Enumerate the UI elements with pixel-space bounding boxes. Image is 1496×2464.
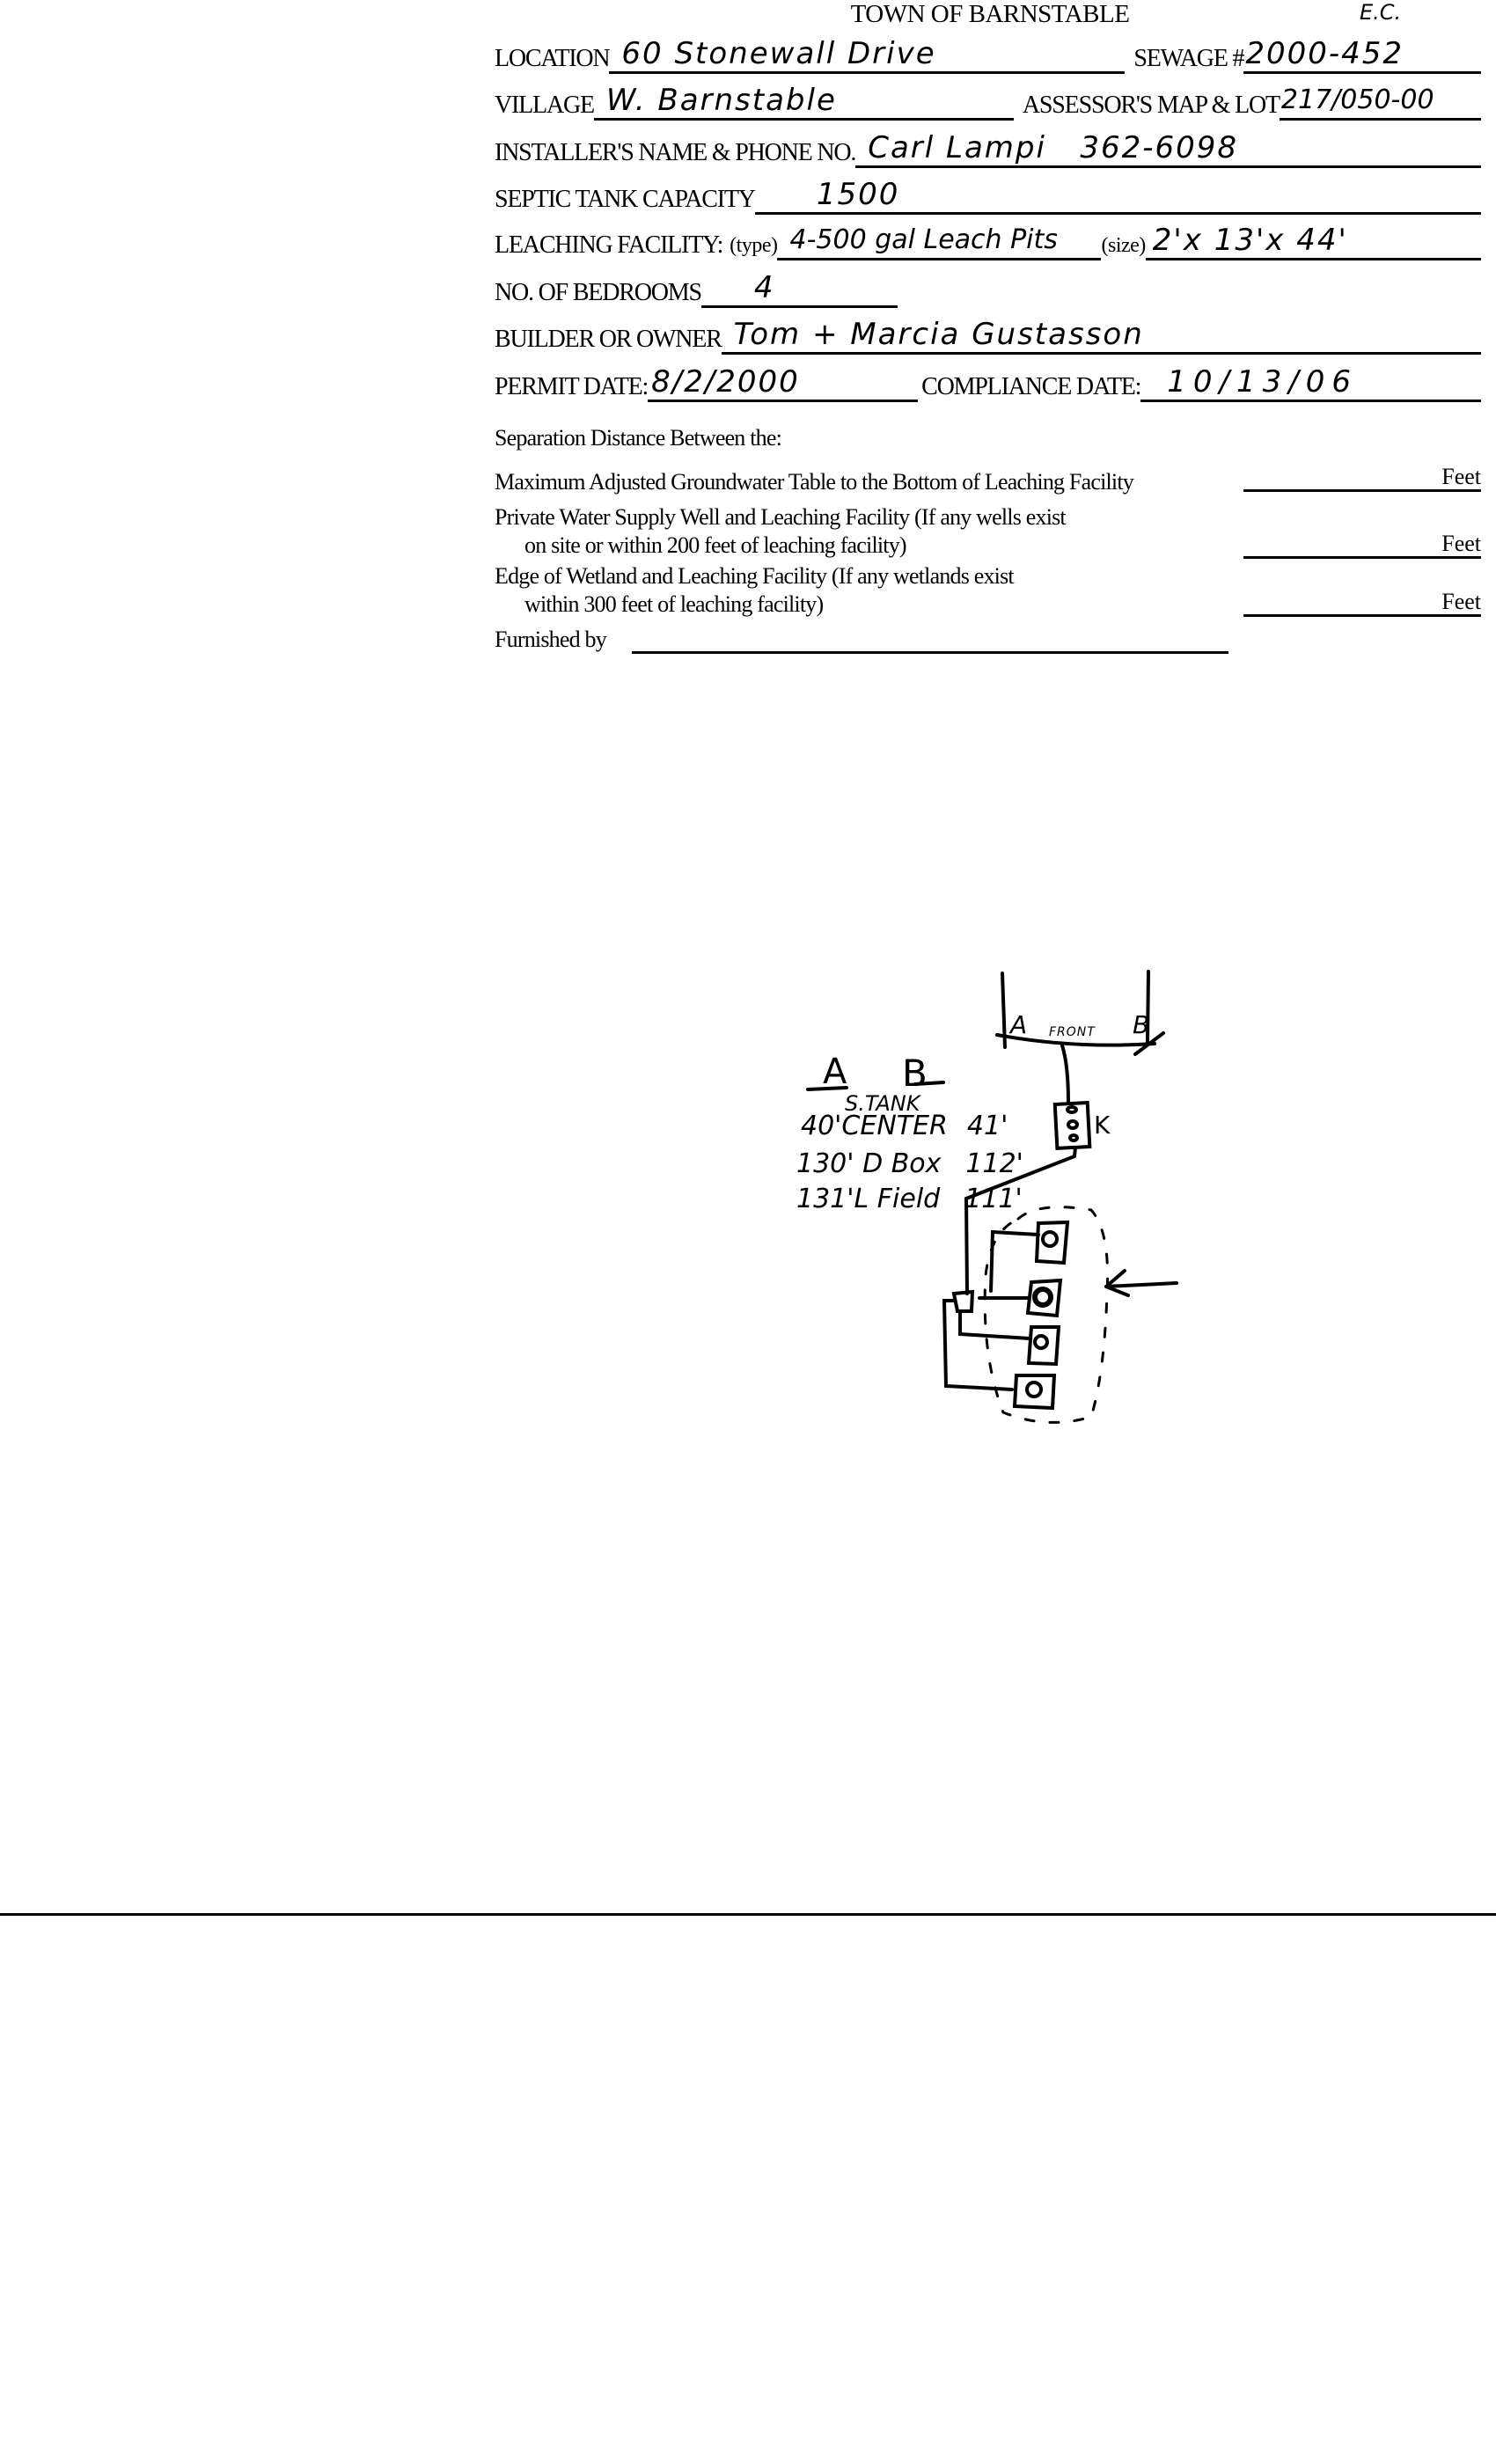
location-field[interactable]: 60 Stonewall Drive — [609, 35, 1126, 74]
village-label: VILLAGE — [495, 92, 595, 119]
groundwater-label: Maximum Adjusted Groundwater Table to th… — [495, 469, 1134, 495]
point-b-label: B — [1133, 1010, 1150, 1039]
row-septic: SEPTIC TANK CAPACITY 1500 — [495, 176, 1481, 215]
leach-pit-port-icon — [1025, 1381, 1043, 1398]
page-bottom-rule — [0, 1913, 1496, 1916]
front-line — [995, 1033, 1156, 1047]
location-label: LOCATION — [495, 45, 611, 72]
groundwater-feet-field[interactable]: Feet — [1243, 465, 1481, 492]
leaching-size-field[interactable]: 2'x 13'x 44' — [1145, 222, 1481, 260]
distance-row: 40'Center41' — [801, 1111, 1008, 1141]
furnished-by-field[interactable] — [632, 651, 1228, 654]
septic-tank — [1052, 1100, 1092, 1151]
column-b-underline — [913, 1081, 945, 1086]
permit-date-field[interactable]: 8/2/2000 — [648, 363, 919, 402]
column-b-heading: B — [902, 1052, 928, 1095]
village-field[interactable]: W. Barnstable — [593, 82, 1014, 121]
row-village: VILLAGE W. Barnstable ASSESSOR'S MAP & L… — [495, 82, 1481, 121]
leaching-field-outline — [983, 1206, 1110, 1424]
row-bedrooms: NO. OF BEDROOMS 4 — [495, 269, 898, 308]
assessor-label: ASSESSOR'S MAP & LOT — [1022, 92, 1280, 119]
tank-port-icon — [1066, 1105, 1078, 1114]
leach-pit-port-icon — [1041, 1230, 1059, 1248]
permit-date-label: PERMIT DATE: — [495, 373, 649, 400]
well-feet-field[interactable]: Feet — [1243, 532, 1481, 559]
installer-field[interactable]: Carl Lampi 362-6098 — [855, 129, 1481, 168]
wetland-label-line1: Edge of Wetland and Leaching Facility (I… — [495, 563, 1015, 589]
compliance-date-field[interactable]: 10/13/06 — [1140, 363, 1481, 402]
compliance-date-label: COMPLIANCE DATE: — [921, 373, 1141, 400]
well-label-line2: on site or within 200 feet of leaching f… — [524, 532, 907, 558]
tank-port-icon — [1067, 1119, 1079, 1130]
front-arrow-head — [1133, 1031, 1165, 1056]
tank-marker: K — [1094, 1111, 1111, 1140]
tank-port-icon — [1068, 1133, 1079, 1142]
column-a-underline — [806, 1086, 848, 1091]
leaching-type-label: (type) — [730, 234, 778, 257]
distribution-box — [951, 1289, 975, 1313]
wetland-label-line2: within 300 feet of leaching facility) — [524, 591, 824, 617]
assessor-field[interactable]: 217/050-00 — [1279, 82, 1481, 121]
leach-pit — [1012, 1374, 1057, 1411]
owner-field[interactable]: Tom + Marcia Gustasson — [721, 316, 1481, 355]
point-a-label: A — [1010, 1010, 1028, 1039]
leach-pit — [1026, 1325, 1061, 1367]
separation-heading: Separation Distance Between the: — [495, 425, 782, 451]
row-location: LOCATION 60 Stonewall Drive SEWAGE # 200… — [495, 35, 1481, 74]
front-label: Front — [1049, 1025, 1096, 1039]
bedrooms-field[interactable]: 4 — [700, 269, 898, 308]
leach-pit — [1025, 1278, 1063, 1318]
well-label-line1: Private Water Supply Well and Leaching F… — [495, 504, 1067, 530]
lateral-pipe — [958, 1309, 1031, 1340]
row-leaching: LEACHING FACILITY: (type) 4-500 gal Leac… — [495, 222, 1481, 260]
lateral-pipe — [942, 1299, 1014, 1391]
leaching-size-label: (size) — [1101, 234, 1146, 257]
leaching-type-field[interactable]: 4-500 gal Leach Pits — [777, 222, 1102, 260]
row-owner: BUILDER OR OWNER Tom + Marcia Gustasson — [495, 316, 1481, 355]
row-dates: PERMIT DATE: 8/2/2000 COMPLIANCE DATE: 1… — [495, 363, 1481, 402]
leach-pit-port-icon — [1033, 1334, 1049, 1350]
row-installer: INSTALLER'S NAME & PHONE NO. Carl Lampi … — [495, 129, 1481, 168]
column-a-heading: A — [823, 1052, 847, 1092]
sewage-label: SEWAGE # — [1133, 45, 1244, 72]
owner-label: BUILDER OR OWNER — [495, 326, 722, 353]
septic-capacity-label: SEPTIC TANK CAPACITY — [495, 186, 756, 213]
inlet-pipe — [1060, 1044, 1070, 1104]
outlet-pipe — [964, 1146, 1077, 1295]
leach-pit — [1034, 1220, 1070, 1265]
document-title: TOWN OF BARNSTABLE — [850, 0, 1130, 28]
field-pointer-arrow — [1104, 1269, 1178, 1297]
installer-label: INSTALLER'S NAME & PHONE NO. — [495, 139, 856, 166]
lateral-pipe — [989, 1229, 1040, 1293]
furnished-by-label: Furnished by — [495, 627, 607, 652]
leach-pit-port-icon — [1032, 1287, 1053, 1308]
initials: E.C. — [1360, 0, 1402, 25]
bedrooms-label: NO. OF BEDROOMS — [495, 279, 702, 306]
sewage-field[interactable]: 2000-452 — [1243, 35, 1481, 74]
leaching-label: LEACHING FACILITY: — [495, 231, 723, 259]
tank-heading: S.Tank — [845, 1091, 920, 1116]
septic-capacity-field[interactable]: 1500 — [754, 176, 1481, 215]
wetland-feet-field[interactable]: Feet — [1243, 590, 1481, 617]
